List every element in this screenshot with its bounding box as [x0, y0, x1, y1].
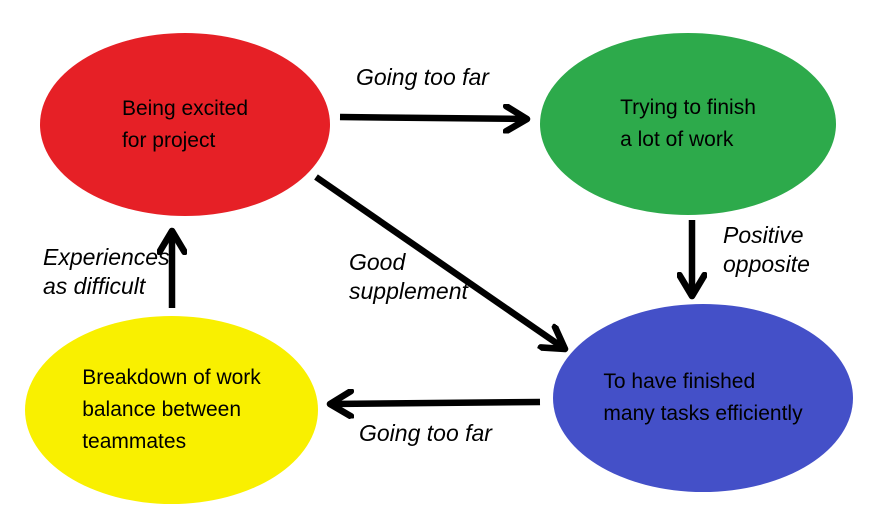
edge-label-line: as difficult — [43, 273, 146, 299]
edge-label-line: supplement — [349, 278, 468, 304]
node-trying-to-finish-work: Trying to finish a lot of work — [540, 33, 836, 215]
node-label-line: To have finished — [603, 370, 756, 393]
edge-label-positive-opposite: Positive opposite — [723, 221, 810, 279]
arrow-finished-to-breakdown — [330, 402, 541, 404]
edge-label-line: opposite — [723, 251, 810, 277]
node-label-line: Breakdown of work — [82, 366, 261, 389]
node-label-line: a lot of work — [620, 128, 734, 151]
node-label-line: teammates — [82, 430, 187, 453]
edge-label-going-too-far-top: Going too far — [356, 64, 489, 90]
node-being-excited-for-project: Being excited for project — [40, 33, 330, 216]
edge-label-line: Good — [349, 249, 406, 275]
edge-label-line: Positive — [723, 222, 804, 248]
node-label-line: Trying to finish — [620, 96, 756, 119]
node-label-line: for project — [121, 128, 216, 152]
node-finished-many-tasks: To have finished many tasks efficiently — [553, 304, 853, 492]
node-label-line: Being excited — [121, 96, 249, 120]
node-label: To have finished many tasks efficiently — [603, 366, 802, 430]
node-label: Being excited for project — [122, 93, 248, 157]
node-label-line: balance between — [82, 398, 241, 421]
edge-label-line: Experiences — [43, 244, 170, 270]
node-label: Trying to finish a lot of work — [620, 92, 756, 156]
edge-label-experiences-as-difficult: Experiences as difficult — [43, 243, 170, 301]
edge-label-going-too-far-bottom: Going too far — [359, 420, 492, 446]
edge-label-good-supplement: Good supplement — [349, 248, 468, 306]
node-label-line: many tasks efficiently — [603, 402, 803, 425]
node-breakdown-of-work-balance: Breakdown of work balance between teamma… — [25, 316, 318, 504]
arrow-excited-to-trying — [339, 117, 527, 119]
node-label: Breakdown of work balance between teamma… — [82, 362, 261, 458]
